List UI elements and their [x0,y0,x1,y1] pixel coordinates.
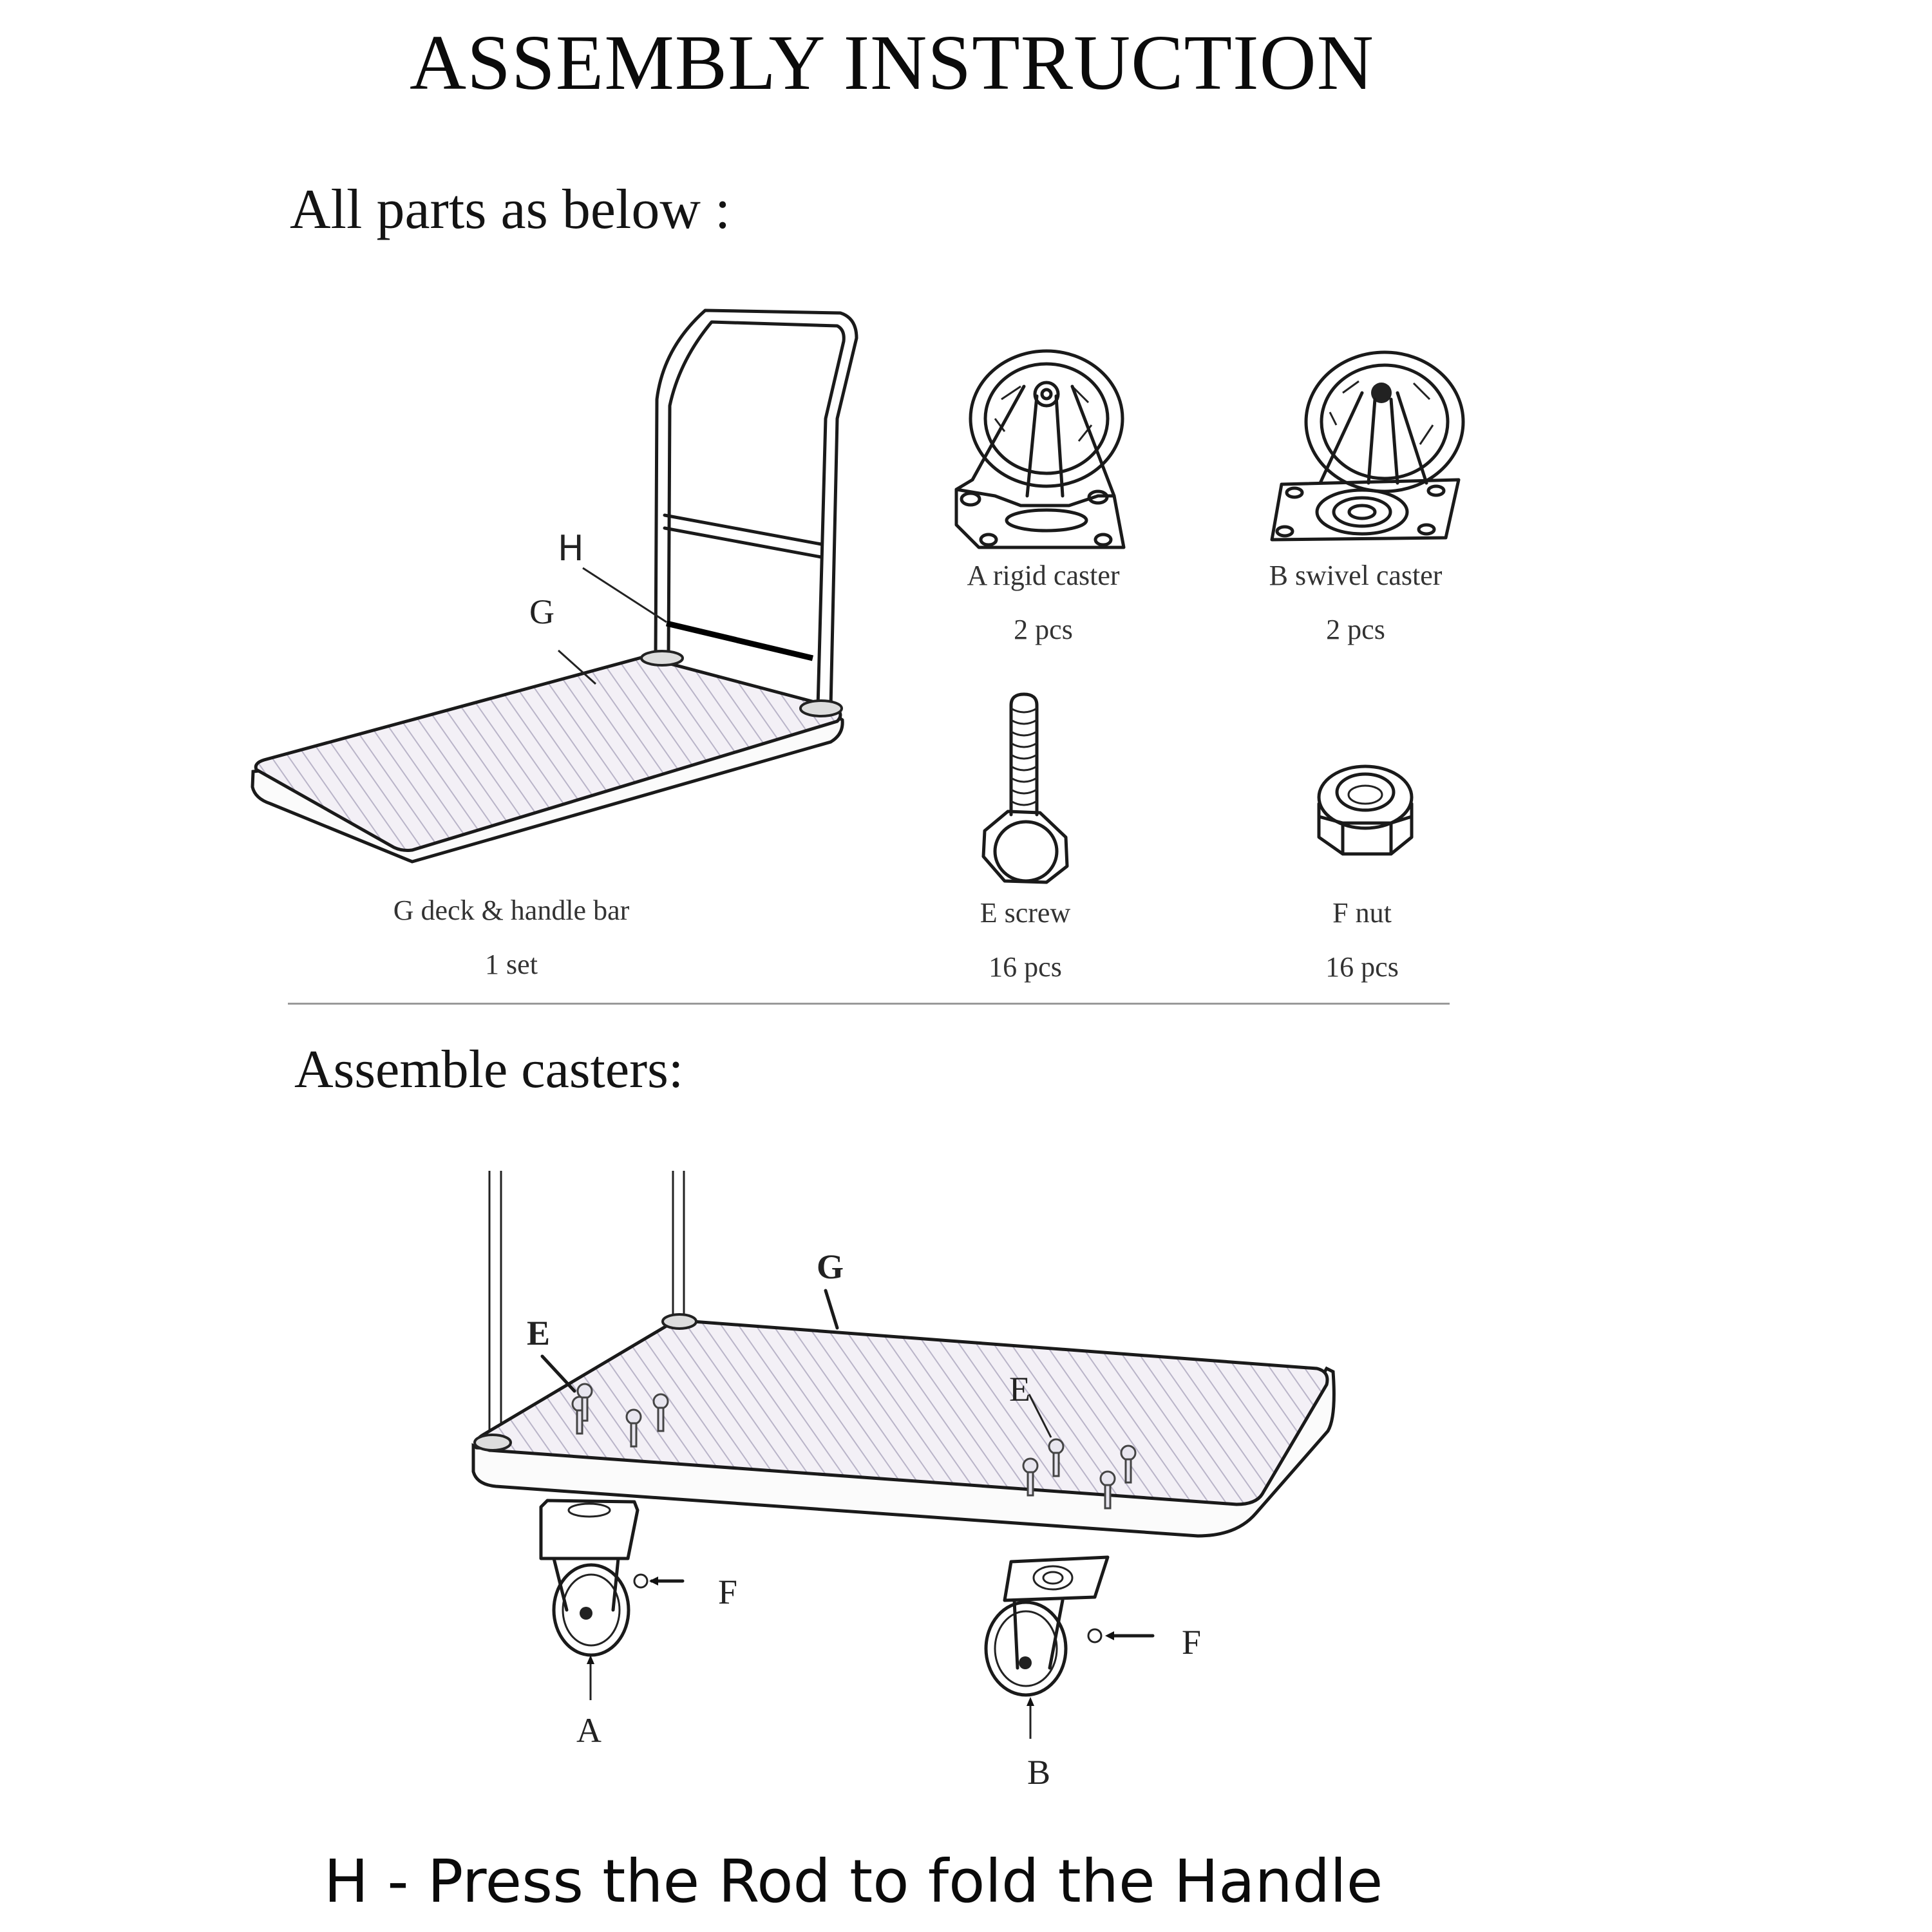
part-label-a: A rigid caster [967,560,1120,591]
part-label-e: E screw [980,897,1071,929]
callout-e-right: E [1009,1370,1030,1408]
callout-f-right: F [1182,1623,1201,1662]
page-title: ASSEMBLY INSTRUCTION [410,19,1374,106]
part-qty-a: 2 pcs [1014,614,1073,645]
section-divider [288,1003,1450,1005]
deck-handle-illustration: H G [251,308,858,864]
rigid-caster-illustration [954,349,1126,549]
part-label-f: F nut [1332,897,1392,929]
screw-illustration [981,692,1069,884]
assembly-section-heading: Assemble casters: [294,1039,684,1099]
callout-b: B [1027,1753,1050,1792]
part-qty-f: 16 pcs [1325,951,1399,983]
callout-g: G [529,592,554,631]
caster-assembly-illustration: G E E F F A B [471,1171,1336,1792]
callout-h: H [558,528,584,569]
parts-section-heading: All parts as below : [290,178,731,241]
part-qty-g: 1 set [485,949,538,980]
callout-e-left: E [527,1314,550,1352]
swivel-caster-illustration [1270,350,1465,542]
footer-note: H - Press the Rod to fold the Handle [324,1847,1383,1916]
part-qty-e: 16 pcs [989,951,1062,983]
callout-a: A [576,1711,601,1750]
part-label-b: B swivel caster [1269,560,1443,591]
part-label-g: G deck & handle bar [393,895,630,926]
part-qty-b: 2 pcs [1326,614,1385,645]
callout-f-left: F [718,1573,737,1611]
callout-g-assembly: G [817,1247,844,1286]
nut-illustration [1317,764,1414,856]
